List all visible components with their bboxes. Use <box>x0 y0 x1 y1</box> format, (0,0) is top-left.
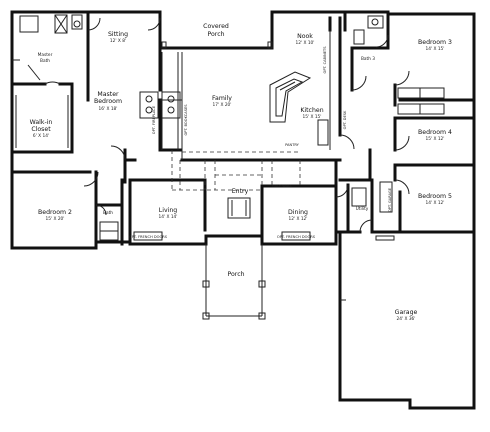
fireplace-note: OPT. FIREPLACE <box>152 105 156 134</box>
family-dim: 17' X 20' <box>213 102 232 108</box>
front-porch <box>202 244 266 320</box>
bedroom2-label: Bedroom 2 <box>38 209 72 216</box>
kitchen-dim: 15' X 15' <box>303 114 322 120</box>
bath3-label: Bath 3 <box>361 56 375 62</box>
master-bedroom-label2: Bedroom <box>94 98 122 105</box>
nook-label: Nook <box>297 33 313 40</box>
half-wall-note: HALF WALL <box>272 184 292 188</box>
cabinets-note: OPT. CABINETS <box>323 46 327 74</box>
bedroom3-label: Bedroom 3 <box>418 39 452 46</box>
closet-dim: 6' X 14' <box>33 133 49 139</box>
bedroom3-dim: 14' X 15' <box>426 46 445 52</box>
desk-note: OPT. DESK <box>343 110 347 129</box>
nook-dim: 12' X 10' <box>296 40 315 46</box>
living-dim: 14' X 14' <box>159 214 178 220</box>
garage-dim: 24' X 36' <box>397 316 416 322</box>
fixtures <box>12 14 445 241</box>
annotations: HALF WALL OPT. FRENCH DOORS OPT. FRENCH … <box>129 46 392 239</box>
bedroom4-label: Bedroom 4 <box>418 129 452 136</box>
porch-label: Porch <box>227 271 244 278</box>
covered-porch <box>161 41 273 49</box>
bath-label: Bath <box>103 210 113 216</box>
living-french-doors-note: OPT. FRENCH DOORS <box>129 235 168 239</box>
door-swings <box>44 17 410 301</box>
master-bedroom-dim: 16' X 18' <box>99 106 118 112</box>
dining-label: Dining <box>288 209 308 216</box>
master-bath-label2: Bath <box>40 58 50 64</box>
sitting-label: Sitting <box>108 31 128 38</box>
room-labels: Covered Porch Sitting 12' X 8' Master Ba… <box>30 23 452 322</box>
pantry-note: PANTRY <box>285 143 300 147</box>
kitchen-label: Kitchen <box>300 107 323 114</box>
dining-dim: 12' X 12' <box>289 216 308 222</box>
master-bedroom-label: Master <box>97 91 119 98</box>
covered-porch-label: Covered <box>203 23 229 30</box>
closet-label: Walk-in <box>30 119 53 126</box>
exterior-walls <box>10 10 476 410</box>
sitting-dim: 12' X 8' <box>110 38 126 44</box>
dining-french-doors-note: OPT. FRENCH DOORS <box>277 235 316 239</box>
living-label: Living <box>159 207 177 214</box>
family-label: Family <box>212 95 232 102</box>
closet-label2: Closet <box>31 126 51 133</box>
bedroom5-label: Bedroom 5 <box>418 193 452 200</box>
interior-walls <box>10 10 476 250</box>
bookcases-note: OPT. BOOKCASES <box>184 104 188 136</box>
garage-opt-note: OPT. GARAGE <box>388 187 392 212</box>
garage-label: Garage <box>395 309 418 316</box>
master-bath-label: Master <box>38 52 53 58</box>
entry-label: Entry <box>232 188 249 195</box>
dashed-beams <box>171 150 301 191</box>
covered-porch-label2: Porch <box>207 31 224 38</box>
utility-label: Utility <box>356 206 369 212</box>
bedroom4-dim: 15' X 12' <box>426 136 445 142</box>
bedroom2-dim: 15' X 20' <box>46 216 65 222</box>
bedroom5-dim: 14' X 12' <box>426 200 445 206</box>
